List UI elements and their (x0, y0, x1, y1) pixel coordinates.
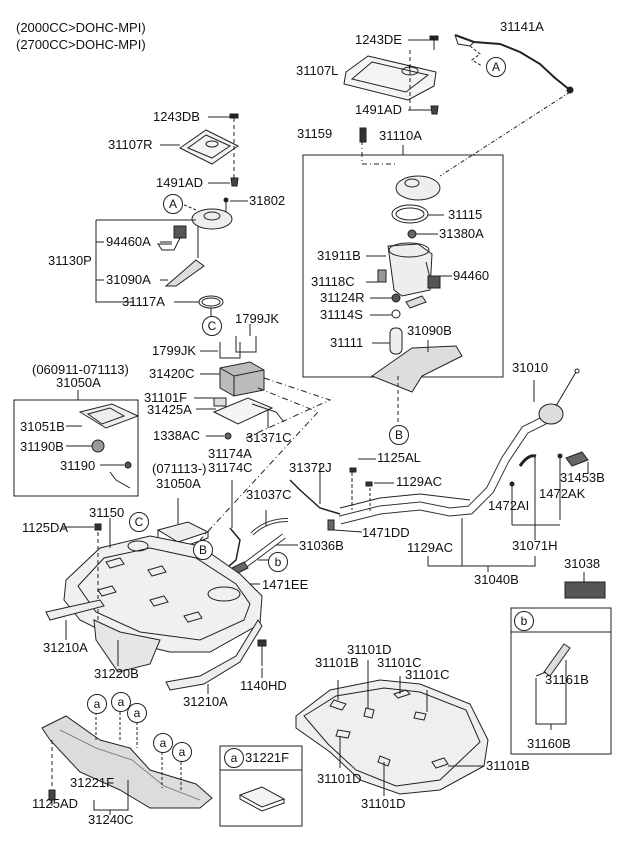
part-label-31101F: 31101F (144, 390, 188, 405)
part-label-31117A: 31117A (122, 294, 165, 309)
part-label-31036B: 31036B (299, 538, 344, 553)
under-shield-31240C (41, 715, 213, 809)
fuel-label-31038 (564, 581, 606, 599)
part-label-1471DD: 1471DD (362, 525, 410, 540)
part-label-31159: 31159 (297, 126, 333, 141)
part-label-31038: 31038 (564, 556, 601, 571)
part-label-31111: 31111 (330, 335, 364, 350)
variant-box-31050A (13, 399, 139, 497)
part-box-b (510, 607, 612, 755)
part-label-31040B: 31040B (474, 572, 519, 587)
part-label-31210A-left: 31210A (43, 640, 88, 655)
part-label-1125AL: 1125AL (377, 450, 421, 465)
part-label-31802: 31802 (249, 193, 286, 208)
part-label-31210A-bottom: 31210A (183, 694, 228, 709)
part-label-31420C: 31420C (149, 366, 195, 381)
part-label-31050A-new: 31050A (156, 476, 201, 491)
part-label-31453B: 31453B (560, 470, 605, 485)
part-label-31190B: 31190B (20, 439, 64, 454)
part-label-1799JK-left: 1799JK (152, 343, 197, 358)
part-label-31161B: 31161B (545, 672, 589, 687)
part-label-31114S: 31114S (320, 307, 363, 322)
part-label-31150: 31150 (89, 505, 125, 520)
part-label-31130P: 31130P (48, 253, 92, 268)
part-label-31141A: 31141A (500, 19, 544, 34)
part-label-1125DA: 1125DA (22, 520, 69, 535)
callout-A-left: A (163, 194, 183, 214)
part-label-31010: 31010 (512, 360, 549, 375)
part-label-31115: 31115 (448, 207, 483, 222)
callout-A-top: A (486, 57, 506, 77)
part-label-31124R: 31124R (320, 290, 365, 305)
callout-a-box: a (224, 748, 244, 768)
callout-a-4: a (153, 733, 173, 753)
part-label-31118C: 31118C (311, 274, 355, 289)
plate-31107L (343, 55, 437, 101)
canister-31420C (219, 361, 265, 397)
callout-B-tank: B (193, 540, 213, 560)
part-label-94460: 94460 (453, 268, 490, 283)
callout-C-upper: C (202, 316, 222, 336)
engine-spec-1: (2000CC>DOHC-MPI) (16, 20, 146, 35)
part-label-31101D-top: 31101D (347, 642, 392, 657)
part-label-31101B-left: 31101B (315, 655, 359, 670)
part-label-31110A: 31110A (379, 128, 422, 143)
part-label-31371C: 31371C (246, 430, 292, 445)
part-label-94460A: 94460A (106, 234, 151, 249)
part-label-1799JK-top: 1799JK (235, 311, 280, 326)
part-label-date-range-new: (071113-) (152, 461, 207, 476)
part-box-31221F (219, 745, 303, 827)
part-label-31372J: 31372J (289, 460, 332, 475)
part-label-31037C: 31037C (246, 487, 292, 502)
part-label-31107L: 31107L (296, 63, 339, 78)
part-label-31101D-left: 31101D (317, 771, 362, 786)
part-label-31101C-right: 31101C (405, 667, 450, 682)
pump-flange-left (191, 208, 233, 230)
callout-b-hose: b (268, 552, 288, 572)
part-label-31221F: 31221F (70, 775, 115, 790)
part-label-31090A: 31090A (106, 272, 151, 287)
part-label-1472AK: 1472AK (539, 486, 586, 501)
part-label-31174C: 31174C (208, 460, 253, 475)
callout-a-5: a (172, 742, 192, 762)
part-label-1243DE: 1243DE (355, 32, 402, 47)
part-label-31101D-bottom: 31101D (361, 796, 406, 811)
part-label-31107R: 31107R (108, 137, 153, 152)
part-label-31221F-box: 31221F (245, 750, 290, 765)
part-label-1491AD-left: 1491AD (156, 175, 203, 190)
part-label-1125AD: 1125AD (32, 796, 79, 811)
part-label-31220B: 31220B (94, 666, 139, 681)
part-label-31050A-old: 31050A (56, 375, 101, 390)
callout-a-1: a (87, 694, 107, 714)
part-label-1471EE: 1471EE (262, 577, 309, 592)
part-label-31160B: 31160B (527, 736, 571, 751)
callout-b-box: b (514, 611, 534, 631)
part-label-31090B: 31090B (407, 323, 452, 338)
part-label-31174A: 31174A (208, 446, 252, 461)
callout-B-upper: B (389, 425, 409, 445)
callout-a-2: a (111, 692, 131, 712)
part-label-31425A: 31425A (147, 402, 192, 417)
part-label-31240C: 31240C (88, 812, 134, 827)
part-label-1129AC-top: 1129AC (396, 474, 443, 489)
part-label-1129AC-bottom: 1129AC (407, 540, 454, 555)
part-label-1338AC: 1338AC (153, 428, 200, 443)
part-label-1472AI: 1472AI (488, 498, 530, 513)
part-label-31190: 31190 (60, 458, 96, 473)
part-label-1140HD: 1140HD (240, 678, 287, 693)
part-label-1243DB: 1243DB (153, 109, 200, 124)
part-label-date-range-old: (060911-071113) (32, 362, 129, 377)
callout-C-tank: C (129, 512, 149, 532)
callout-a-3: a (127, 703, 147, 723)
part-label-31101C-left: 31101C (377, 655, 422, 670)
part-label-31051B: 31051B (20, 419, 65, 434)
part-label-31101B-right: 31101B (486, 758, 530, 773)
engine-spec-2: (2700CC>DOHC-MPI) (16, 37, 146, 52)
part-label-31911B: 31911B (317, 248, 361, 263)
part-label-1491AD-right: 1491AD (355, 102, 402, 117)
fuel-cap-31010 (538, 403, 564, 425)
part-label-31071H: 31071H (512, 538, 558, 553)
part-label-31380A: 31380A (439, 226, 484, 241)
